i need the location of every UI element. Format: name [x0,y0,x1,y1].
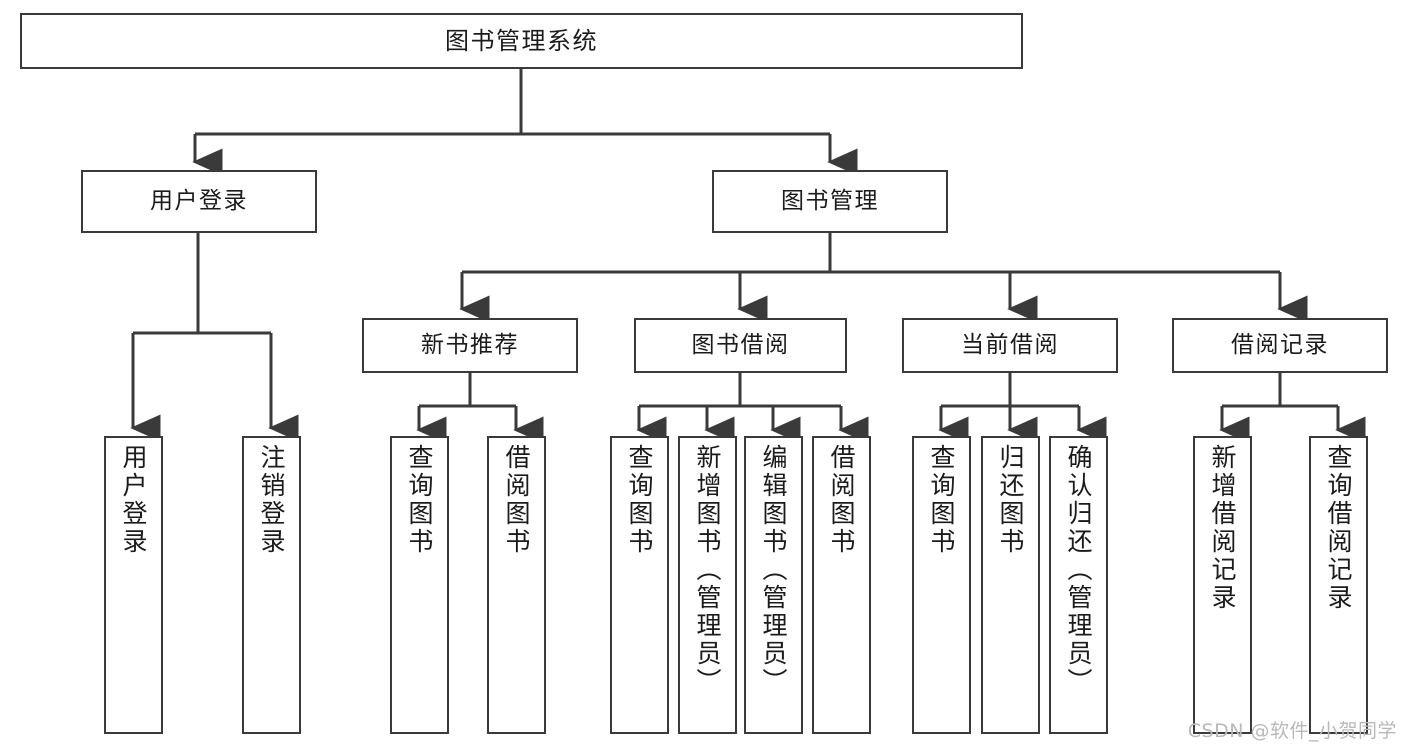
leaf-return-book[interactable]: 归还图书 [981,436,1040,734]
leaf-borrow-book[interactable]: 借阅图书 [812,436,871,734]
leaf-query-book-new-rec[interactable]: 查询图书 [390,436,449,734]
leaf-add-book[interactable]: 新增图书（管理员） [678,436,737,734]
node-label: 图书管理 [781,187,879,214]
node-book-borrow[interactable]: 图书借阅 [634,318,847,373]
node-book-admin[interactable]: 图书管理 [712,170,948,233]
leaf-borrow-book-new-rec[interactable]: 借阅图书 [487,436,546,734]
node-label: 借阅记录 [1231,331,1329,358]
node-label: 查询图书 [405,444,434,556]
node-label: 图书管理系统 [445,26,598,55]
leaf-query-borrow-record[interactable]: 查询借阅记录 [1309,436,1368,734]
node-label: 新书推荐 [421,331,519,358]
node-borrow-record[interactable]: 借阅记录 [1172,318,1388,373]
watermark: CSDN @软件_小贺同学 [1187,720,1397,742]
node-label: 图书借阅 [691,331,790,358]
node-label: 用户登录 [150,187,248,214]
node-current-borrow[interactable]: 当前借阅 [902,318,1118,373]
node-label: 查询借阅记录 [1324,444,1353,612]
node-label: 借阅图书 [502,444,531,556]
node-label: 当前借阅 [961,331,1059,358]
node-root-book-management-system[interactable]: 图书管理系统 [20,13,1023,69]
node-label: 新增图书（管理员） [693,444,722,696]
leaf-confirm-return[interactable]: 确认归还（管理员） [1049,436,1108,734]
node-label: 用户登录 [119,444,148,556]
leaf-query-book-current[interactable]: 查询图书 [912,436,971,734]
node-label: 确认归还（管理员） [1064,444,1093,696]
leaf-user-login[interactable]: 用户登录 [104,436,163,734]
node-label: 注销登录 [257,444,286,556]
node-label: 归还图书 [996,444,1025,556]
node-new-book-recommend[interactable]: 新书推荐 [362,318,578,373]
leaf-user-logout[interactable]: 注销登录 [242,436,301,734]
leaf-query-book-borrow[interactable]: 查询图书 [610,436,669,734]
leaf-edit-book[interactable]: 编辑图书（管理员） [744,436,803,734]
node-label: 编辑图书（管理员） [759,444,788,696]
node-label: 查询图书 [927,444,956,556]
leaf-add-borrow-record[interactable]: 新增借阅记录 [1193,436,1252,734]
node-user-login[interactable]: 用户登录 [81,170,317,233]
node-label: 查询图书 [625,444,654,556]
node-label: 借阅图书 [827,444,856,556]
node-label: 新增借阅记录 [1208,444,1237,612]
